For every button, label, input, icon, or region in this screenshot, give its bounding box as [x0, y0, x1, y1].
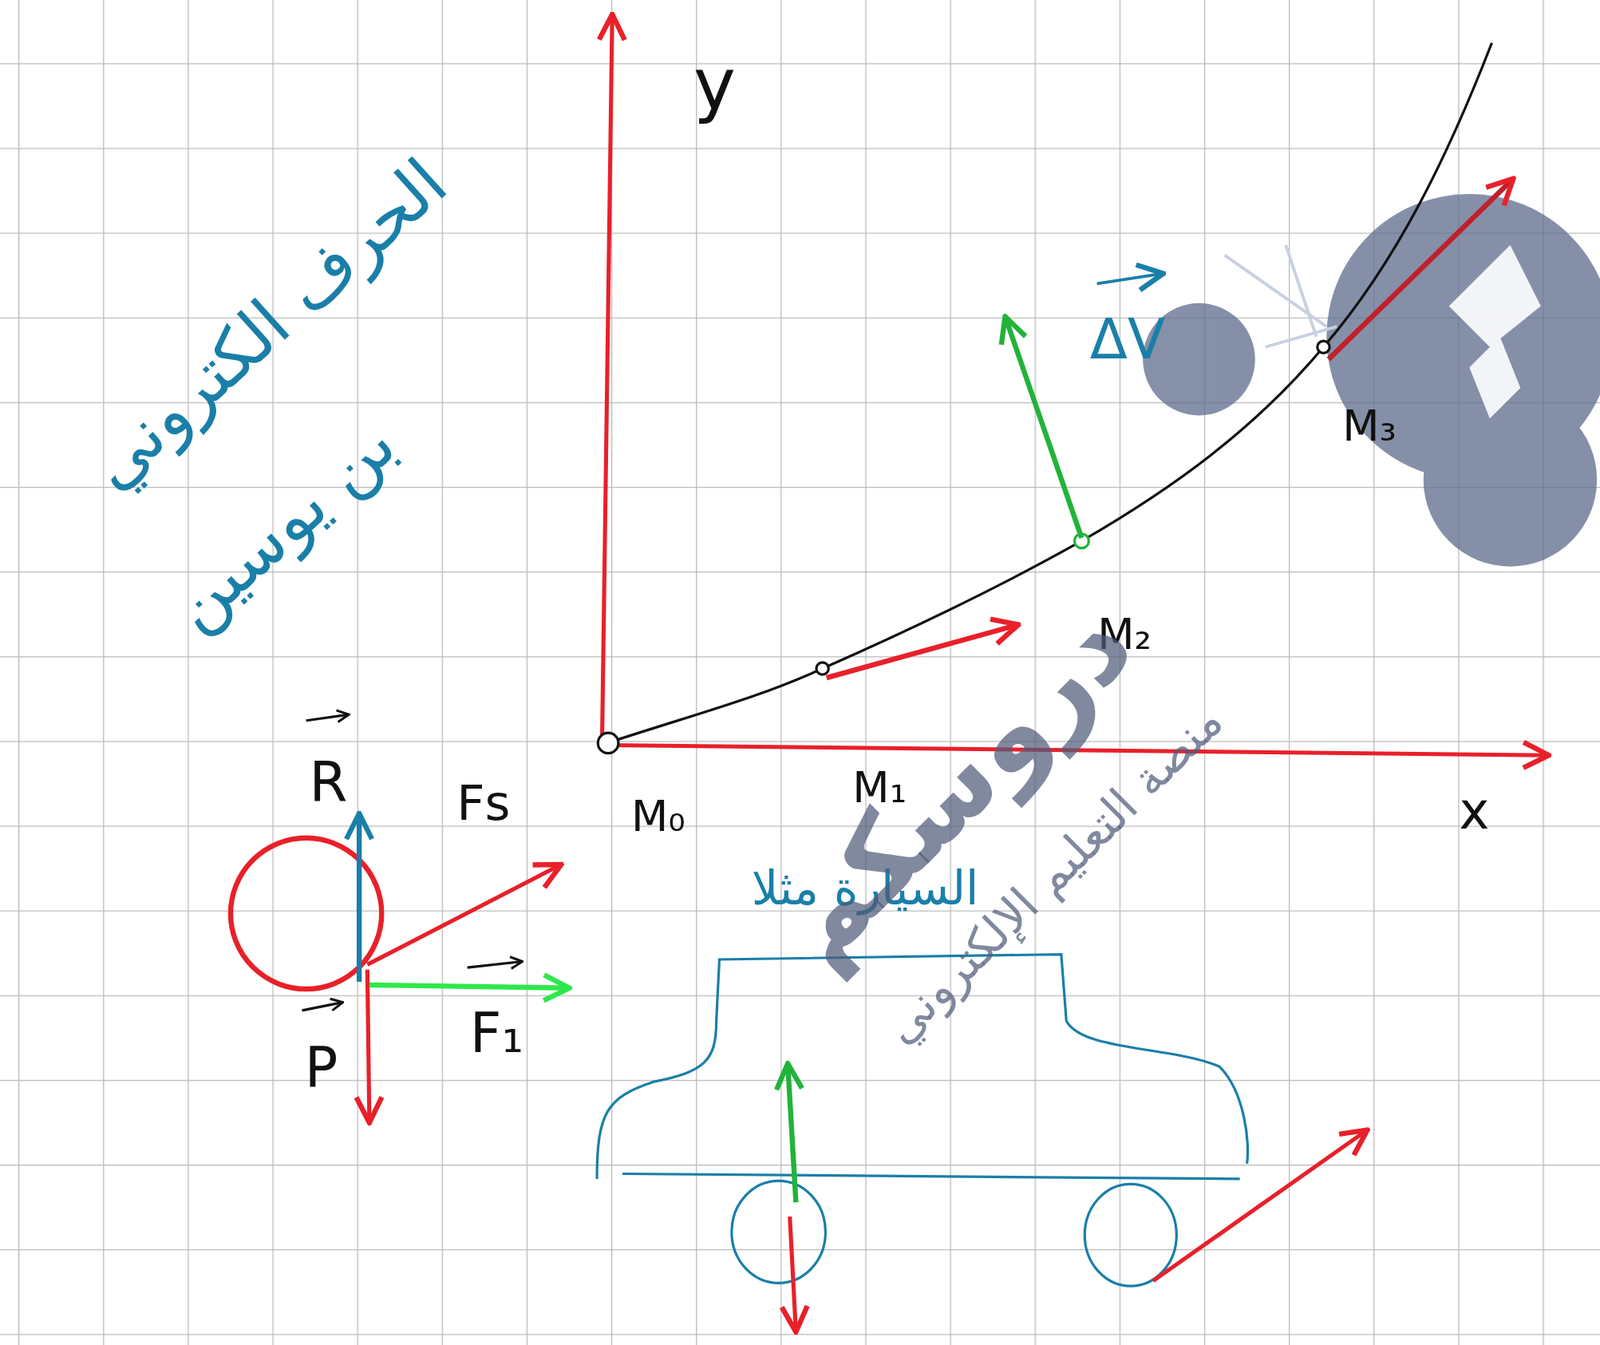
weight-force	[367, 969, 370, 1123]
resultant-force	[367, 864, 561, 964]
watermark-cap	[1449, 244, 1541, 419]
force-vector	[1153, 1129, 1368, 1281]
delta-v-vector	[1005, 316, 1083, 538]
vector-arrow-mark	[467, 961, 523, 968]
force-label: F₁	[470, 1002, 524, 1063]
vector-arrow-mark	[301, 1002, 343, 1011]
vector-arrow-mark	[1097, 273, 1164, 285]
vector-arrow-mark	[306, 714, 350, 721]
force-label: P	[304, 1036, 339, 1098]
y-axis	[601, 14, 613, 746]
weight-force	[790, 1216, 797, 1332]
force-f1	[369, 984, 570, 988]
reaction-force	[356, 813, 362, 982]
force-label: R	[308, 750, 348, 811]
reaction-force	[787, 1062, 796, 1202]
vector-label: ΔV	[1090, 308, 1166, 370]
point-label: M₀	[631, 793, 686, 841]
axis-label: x	[1459, 782, 1490, 839]
axis-label: y	[693, 44, 736, 123]
watermark-logo	[1142, 193, 1600, 567]
point-label: M₃	[1342, 402, 1397, 451]
watermark-sparkle	[1224, 244, 1337, 348]
velocity-vector	[1328, 178, 1514, 360]
force-label: Fs	[456, 774, 510, 830]
